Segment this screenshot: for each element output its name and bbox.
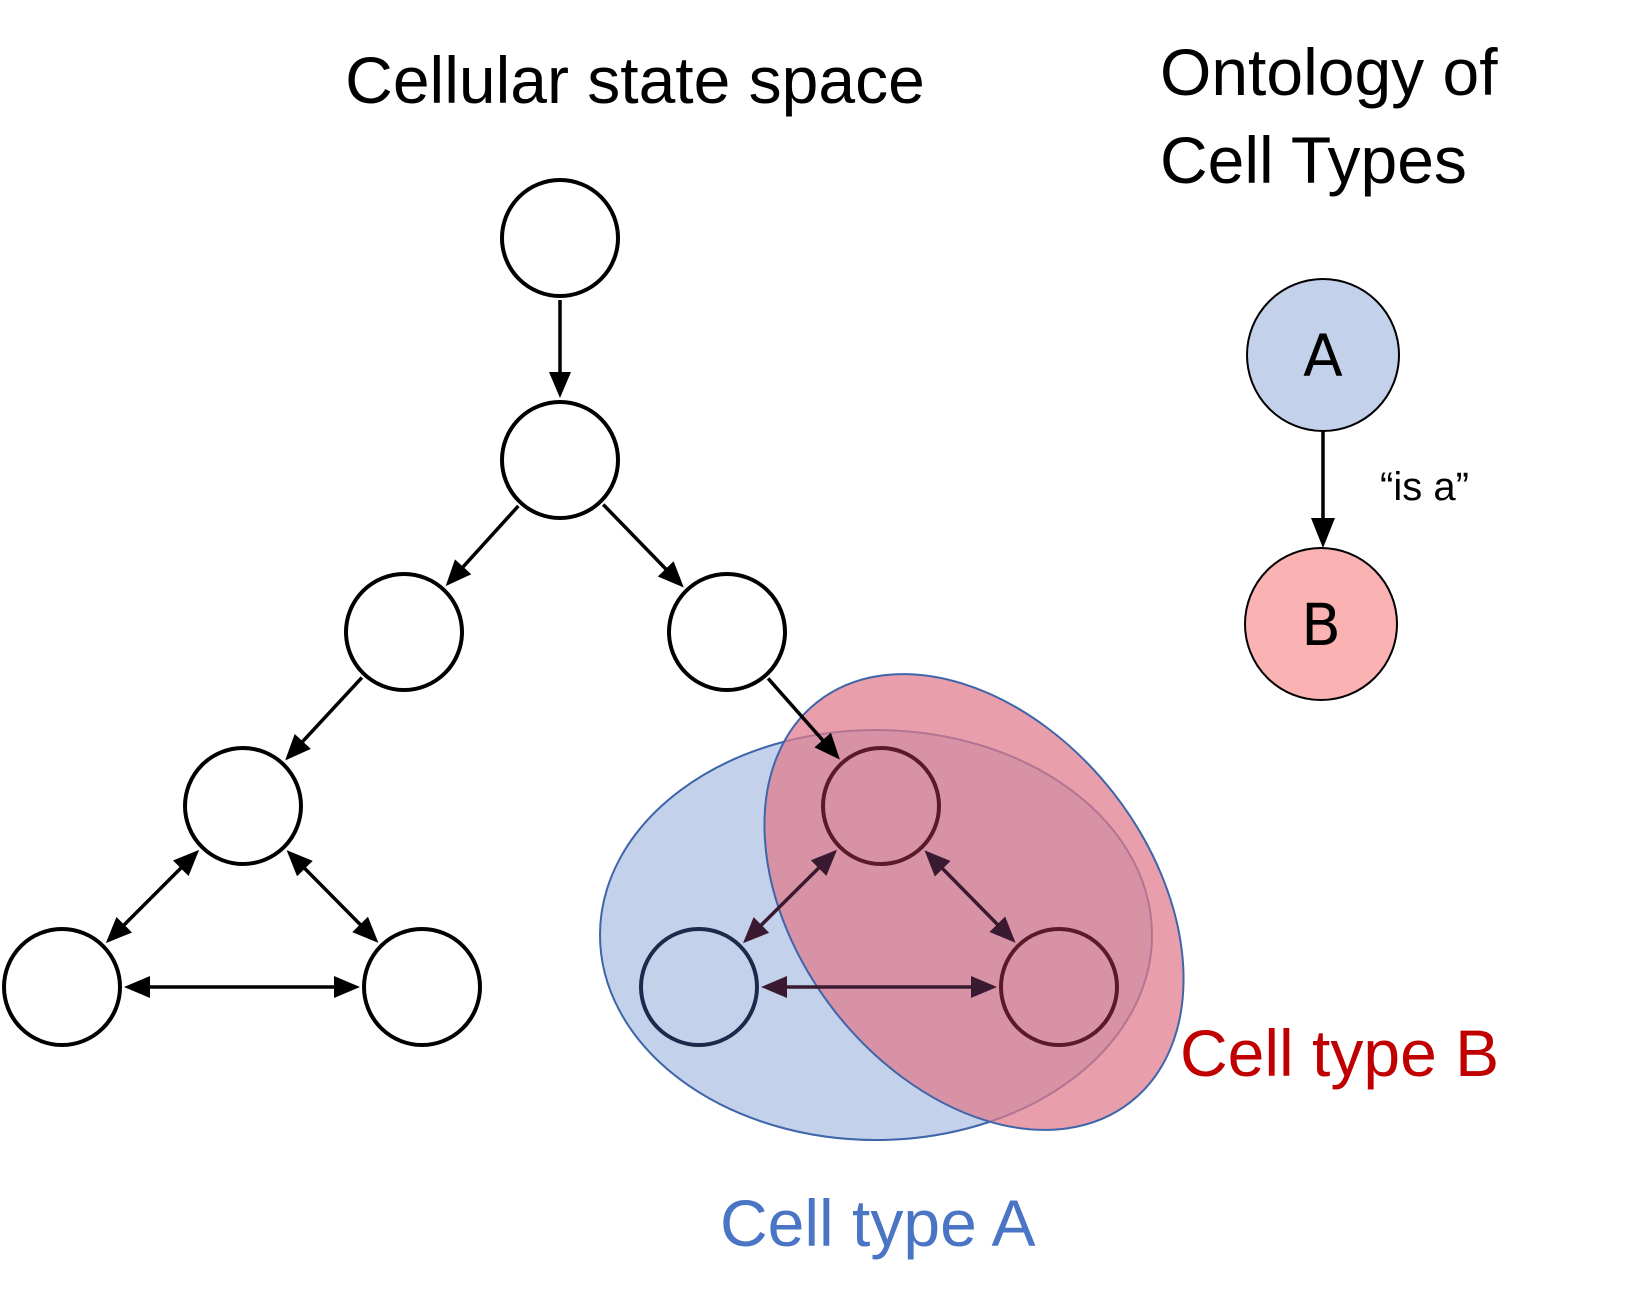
state-edge-s2-s4 (601, 503, 670, 573)
is-a-arrowhead (1311, 518, 1335, 548)
cell-type-b-label: Cell type B (1180, 1016, 1499, 1090)
state-edge-s2-s3 (459, 504, 520, 571)
state-node-s10 (999, 927, 1119, 1047)
state-node-s7 (362, 927, 482, 1047)
ontology-title-line1: Ontology of (1160, 35, 1498, 109)
arrowhead-s2-s4 (657, 561, 684, 588)
arrowhead-s6-s5 (172, 849, 200, 877)
arrowhead-s8-s9 (742, 917, 770, 944)
ontology-title-line2: Cell Types (1160, 123, 1467, 197)
arrowhead-s3-s5 (285, 733, 311, 761)
cell-type-a-label: Cell type A (720, 1186, 1036, 1260)
arrowhead-s7-s5 (286, 850, 313, 877)
arrowhead-s1-s2 (549, 372, 571, 398)
ontology-node-b (1244, 547, 1398, 701)
state-edges (105, 300, 1016, 998)
arrowhead-s9-s8 (810, 849, 838, 876)
state-node-s2 (500, 400, 620, 520)
is-a-relation-label: “is a” (1380, 465, 1469, 509)
state-edge-s5-s7 (300, 864, 365, 929)
arrowhead-s5-s7 (352, 916, 379, 943)
arrowhead-s5-s6 (105, 916, 133, 944)
state-edge-s4-s8 (766, 677, 827, 745)
ontology-node-a-label: A (1303, 322, 1343, 390)
arrowhead-s7-s6 (124, 976, 150, 998)
state-space-title: Cellular state space (345, 43, 925, 117)
state-node-s8 (821, 746, 941, 866)
state-node-s4 (667, 572, 787, 692)
arrowhead-s9-s10 (971, 976, 997, 998)
arrowhead-s2-s3 (445, 559, 472, 587)
ontology-node-b-label: B (1301, 591, 1341, 659)
arrowhead-s6-s7 (334, 976, 360, 998)
state-node-s9 (639, 927, 759, 1047)
arrowhead-s8-s10 (989, 916, 1016, 943)
state-edge-s8-s9 (757, 863, 823, 930)
ontology-graph: A B “is a” (1244, 278, 1469, 701)
state-edge-s5-s6 (120, 864, 185, 929)
state-nodes (2, 178, 1119, 1047)
arrowhead-s4-s8 (814, 732, 840, 760)
state-node-s6 (2, 927, 122, 1047)
ontology-node-a (1246, 278, 1400, 432)
state-node-s3 (344, 572, 464, 692)
state-edge-s3-s5 (298, 676, 364, 746)
arrowhead-s10-s9 (761, 976, 787, 998)
arrowhead-s10-s8 (924, 850, 951, 877)
state-node-s5 (183, 746, 303, 866)
state-edge-s8-s10 (938, 864, 1002, 929)
state-node-s1 (500, 178, 620, 298)
